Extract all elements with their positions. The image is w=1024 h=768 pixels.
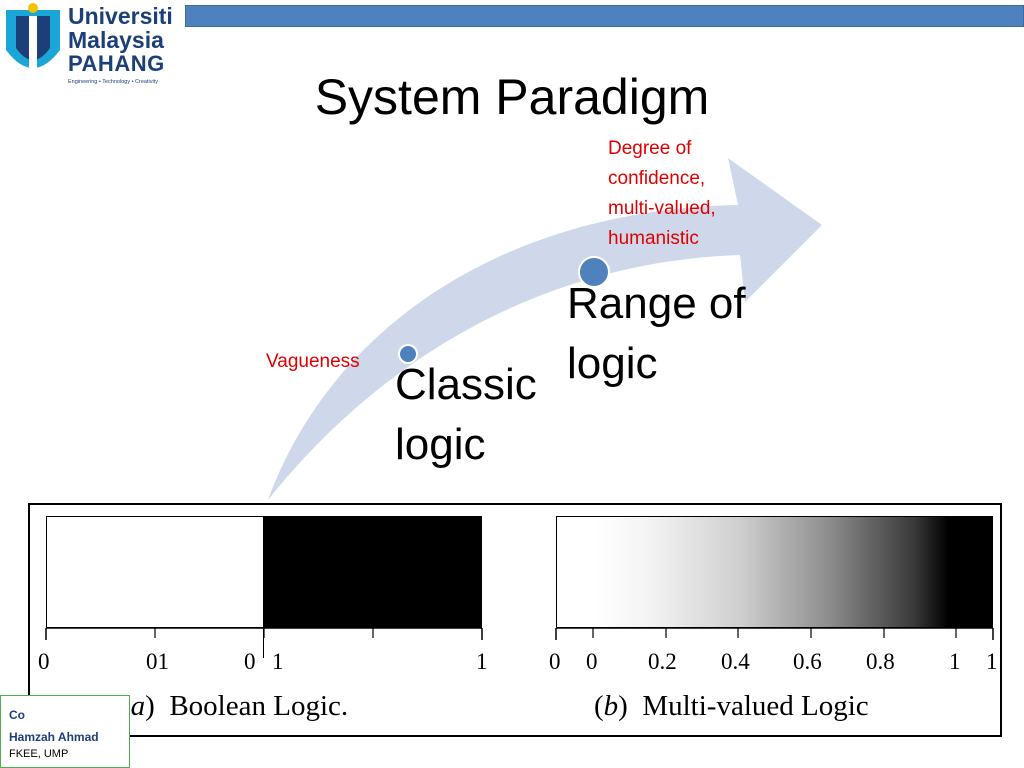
right-tick-3: 0.2 <box>648 649 677 674</box>
footer-line-1: Co <box>9 708 25 722</box>
logo-shield-icon <box>6 3 60 70</box>
footer-info: Co Hamzah Ahmad FKEE, UMP <box>0 695 130 768</box>
range-dot <box>578 256 610 288</box>
left-tick-3: 0 <box>244 649 256 674</box>
left-tick-1: 0 <box>38 649 50 674</box>
classic-logic-label: Classic logic <box>395 360 537 469</box>
left-tick-2: 01 <box>146 649 169 674</box>
vagueness-label: Vagueness <box>266 351 360 372</box>
logo-tagline: Engineering • Technology • Creativity <box>68 79 158 85</box>
boolean-false-region <box>46 516 264 628</box>
logo-line-3: PAHANG <box>68 51 165 76</box>
footer-line-3: FKEE, UMP <box>9 748 69 760</box>
caption-multivalued: (b) Multi-valued Logic <box>594 690 869 722</box>
university-logo: Universiti Malaysia PAHANG Engineering •… <box>0 0 185 92</box>
right-tick-5: 0.6 <box>793 649 822 674</box>
right-tick-8: 1 <box>986 649 998 674</box>
right-tick-6: 0.8 <box>866 649 895 674</box>
multivalued-axis <box>555 627 994 640</box>
footer-line-2: Hamzah Ahmad <box>9 730 99 744</box>
logo-line-1: Universiti <box>68 3 173 29</box>
right-tick-1: 0 <box>549 649 561 674</box>
right-tick-4: 0.4 <box>721 649 750 674</box>
slide-title: System Paradigm <box>314 69 710 125</box>
range-of-logic-label: Range of logic <box>567 279 746 388</box>
right-tick-2: 0 <box>586 649 598 674</box>
left-tick-5: 1 <box>476 649 488 674</box>
logo-line-2: Malaysia <box>68 27 164 53</box>
multivalued-gradient <box>556 516 993 628</box>
boolean-divider-line <box>263 628 264 658</box>
boolean-true-region <box>263 516 482 628</box>
boolean-axis <box>45 627 483 640</box>
degree-label: Degree of confidence, multi-valued, huma… <box>608 138 716 249</box>
caption-boolean: (a) Boolean Logic. <box>121 690 349 722</box>
classic-dot <box>398 344 418 364</box>
left-tick-4: 1 <box>272 649 284 674</box>
right-tick-7: 1 <box>949 649 961 674</box>
